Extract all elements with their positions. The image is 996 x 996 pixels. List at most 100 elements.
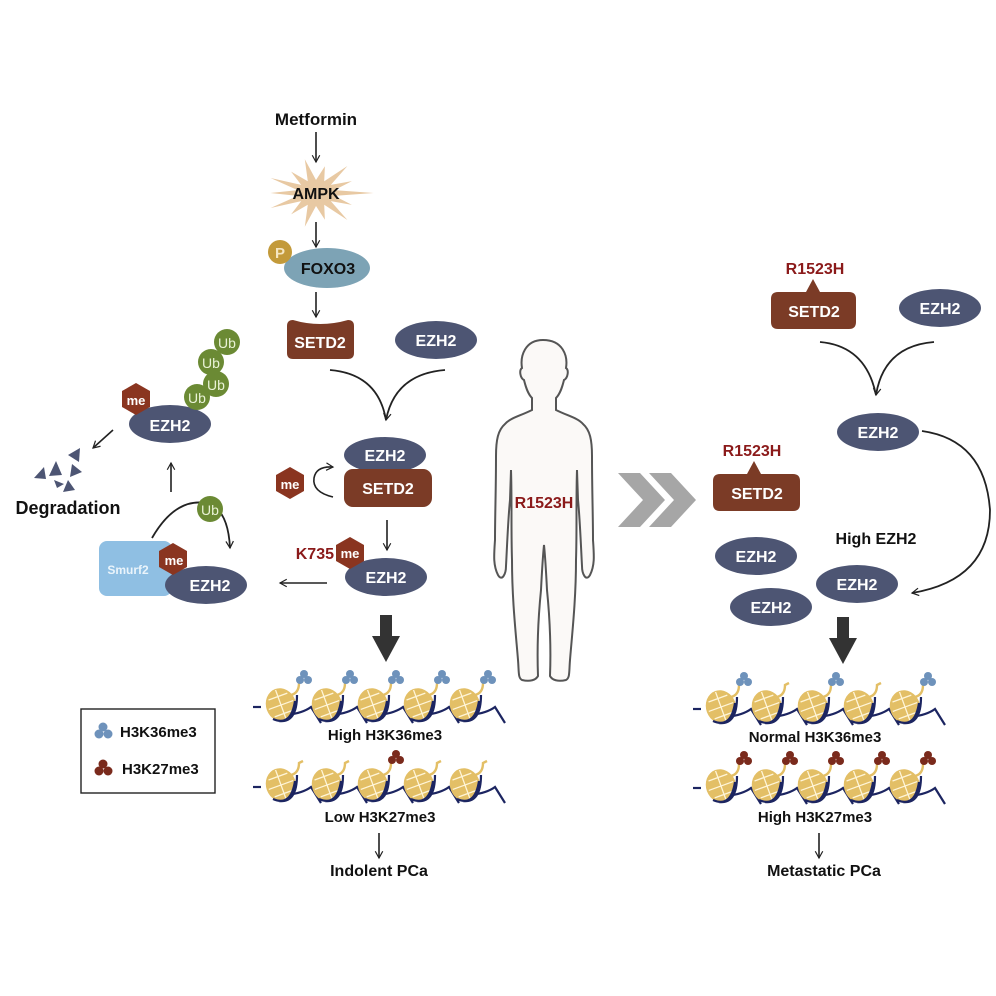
- h3k27me3-mark: [828, 751, 844, 765]
- nucleosome: [449, 759, 506, 804]
- outcome-indolent: Indolent PCa: [330, 863, 428, 880]
- mutant-setd2-middle-shape: [713, 461, 800, 511]
- cluster-ezh2-shape-2: [816, 565, 898, 603]
- h3k27me3-mark: [874, 751, 890, 765]
- foxo3-shape: [284, 248, 370, 288]
- nucleosome: [265, 670, 322, 724]
- cluster-ezh2-shape-3: [730, 588, 812, 626]
- methylated-ezh2-label: EZH2: [366, 570, 407, 587]
- legend-label-h3k36me3: H3K36me3: [120, 724, 197, 741]
- ub-chain-label-4: Ub: [218, 335, 236, 351]
- complex-setd2-label: SETD2: [362, 481, 414, 498]
- mutant-setd2-middle: R1523H SETD2: [713, 443, 800, 511]
- right-ezh2-top: EZH2: [899, 289, 981, 327]
- h3k36me3-mark: [480, 670, 496, 684]
- nucleosome: [797, 672, 854, 726]
- right-ezh2-merged-shape: [837, 413, 919, 451]
- h3k36me3-mark: [388, 670, 404, 684]
- mutant-setd2-top-shape: [771, 279, 856, 329]
- h3k36me3-mark: [828, 672, 844, 686]
- h3k36me3-mark: [736, 672, 752, 686]
- merge-curve-left: [329, 369, 387, 421]
- legend-swatch-h3k27me3: [94, 759, 113, 776]
- h3k27me3-mark: [736, 751, 752, 765]
- left-row2-label: Low H3K27me3: [325, 809, 436, 826]
- degradation-title: Degradation: [15, 498, 120, 518]
- setd2-shape: [287, 320, 354, 359]
- right-ezh2-merged: EZH2: [837, 413, 919, 451]
- phospho-icon: [268, 240, 292, 264]
- ub-chain-label-1: Ub: [188, 390, 206, 406]
- h3k36me3-mark: [342, 670, 358, 684]
- nucleosome: [843, 681, 900, 726]
- nucleosome: [889, 751, 946, 805]
- ezh2-setd2-complex: EZH2 SETD2: [344, 437, 432, 507]
- ampk-label: AMPK: [292, 186, 340, 203]
- mutant-middle-label: R1523H: [723, 443, 782, 460]
- nucleosome: [265, 759, 322, 804]
- nucleosome: [403, 670, 460, 724]
- k735-me-label: me: [341, 546, 360, 561]
- right-merge-curve-left: [819, 341, 877, 396]
- ubiquitinated-ezh2: EZH2 me Ub Ub Ub Ub: [122, 329, 240, 443]
- ampk-starburst: AMPK: [270, 159, 374, 227]
- setd2-node: SETD2: [287, 320, 354, 359]
- setd2-label: SETD2: [294, 335, 346, 352]
- smurf2-shape: [99, 541, 172, 596]
- mutant-setd2-middle-label: SETD2: [731, 486, 783, 503]
- phospho-label: P: [275, 245, 285, 262]
- h3k27me3-mark: [782, 751, 798, 765]
- complex-ezh2-shape: [344, 437, 426, 473]
- ub-chain-icon-1: [184, 384, 210, 410]
- mutant-setd2-top-label: SETD2: [788, 304, 840, 321]
- feedback-arc-arrow: [910, 430, 991, 597]
- ub-label: Ub: [201, 502, 219, 518]
- merge-curve-right: [383, 369, 446, 422]
- ub-icon: [197, 496, 223, 522]
- smurf2-ezh2-label: EZH2: [190, 578, 231, 595]
- legend-label-h3k27me3: H3K27me3: [122, 761, 199, 778]
- right-chromatin-row-h3k36me3: [693, 672, 946, 726]
- methylated-ezh2-shape: [345, 558, 427, 596]
- nucleosome: [751, 681, 808, 726]
- left-chromatin-row-h3k36me3: [253, 670, 506, 724]
- cluster-ezh2-label-1: EZH2: [736, 549, 777, 566]
- chromatin-layer: [253, 670, 946, 805]
- cluster-ezh2-label-2: EZH2: [837, 577, 878, 594]
- complex-setd2-shape: [344, 469, 432, 507]
- ezh2-shape: [395, 321, 477, 359]
- nucleosome: [843, 751, 900, 805]
- nucleosome: [705, 751, 762, 805]
- me-label: me: [281, 477, 300, 492]
- ub-ezh2-me-label: me: [127, 393, 146, 408]
- ezh2-cluster: EZH2 EZH2 EZH2: [715, 537, 898, 626]
- ub-free: Ub: [197, 496, 223, 522]
- high-ezh2-label: High EZH2: [836, 531, 917, 548]
- smurf2-me-hexagon: [159, 543, 187, 575]
- k735-me-hexagon: [336, 537, 364, 569]
- complex-me-hexagon: me: [276, 467, 304, 499]
- h3k27me3-mark: [388, 750, 404, 764]
- h3k27me3-mark: [920, 751, 936, 765]
- methylated-ezh2: EZH2 me K735: [296, 537, 427, 596]
- nucleosome: [449, 670, 506, 724]
- nucleosome: [311, 759, 368, 804]
- ub-chain-icon-2: [203, 371, 229, 397]
- h3k36me3-mark: [920, 672, 936, 686]
- right-chromatin-row-h3k27me3: [693, 751, 946, 805]
- outcome-metastatic: Metastatic PCa: [767, 863, 881, 880]
- ub-ezh2-me-hexagon: [122, 383, 150, 415]
- human-body-silhouette: R1523H: [493, 338, 595, 682]
- nucleosome: [705, 672, 762, 726]
- cluster-ezh2-label-3: EZH2: [751, 600, 792, 617]
- ub-chain-label-2: Ub: [207, 377, 225, 393]
- ub-chain-label-3: Ub: [202, 355, 220, 371]
- left-row1-label: High H3K36me3: [328, 727, 442, 744]
- right-row1-label: Normal H3K36me3: [749, 729, 882, 746]
- nucleosome: [889, 672, 946, 726]
- ub-chain-icon-4: [214, 329, 240, 355]
- patient-mutation-label: R1523H: [515, 495, 574, 512]
- ezh2-label: EZH2: [416, 333, 457, 350]
- me-hexagon-shape: [276, 467, 304, 499]
